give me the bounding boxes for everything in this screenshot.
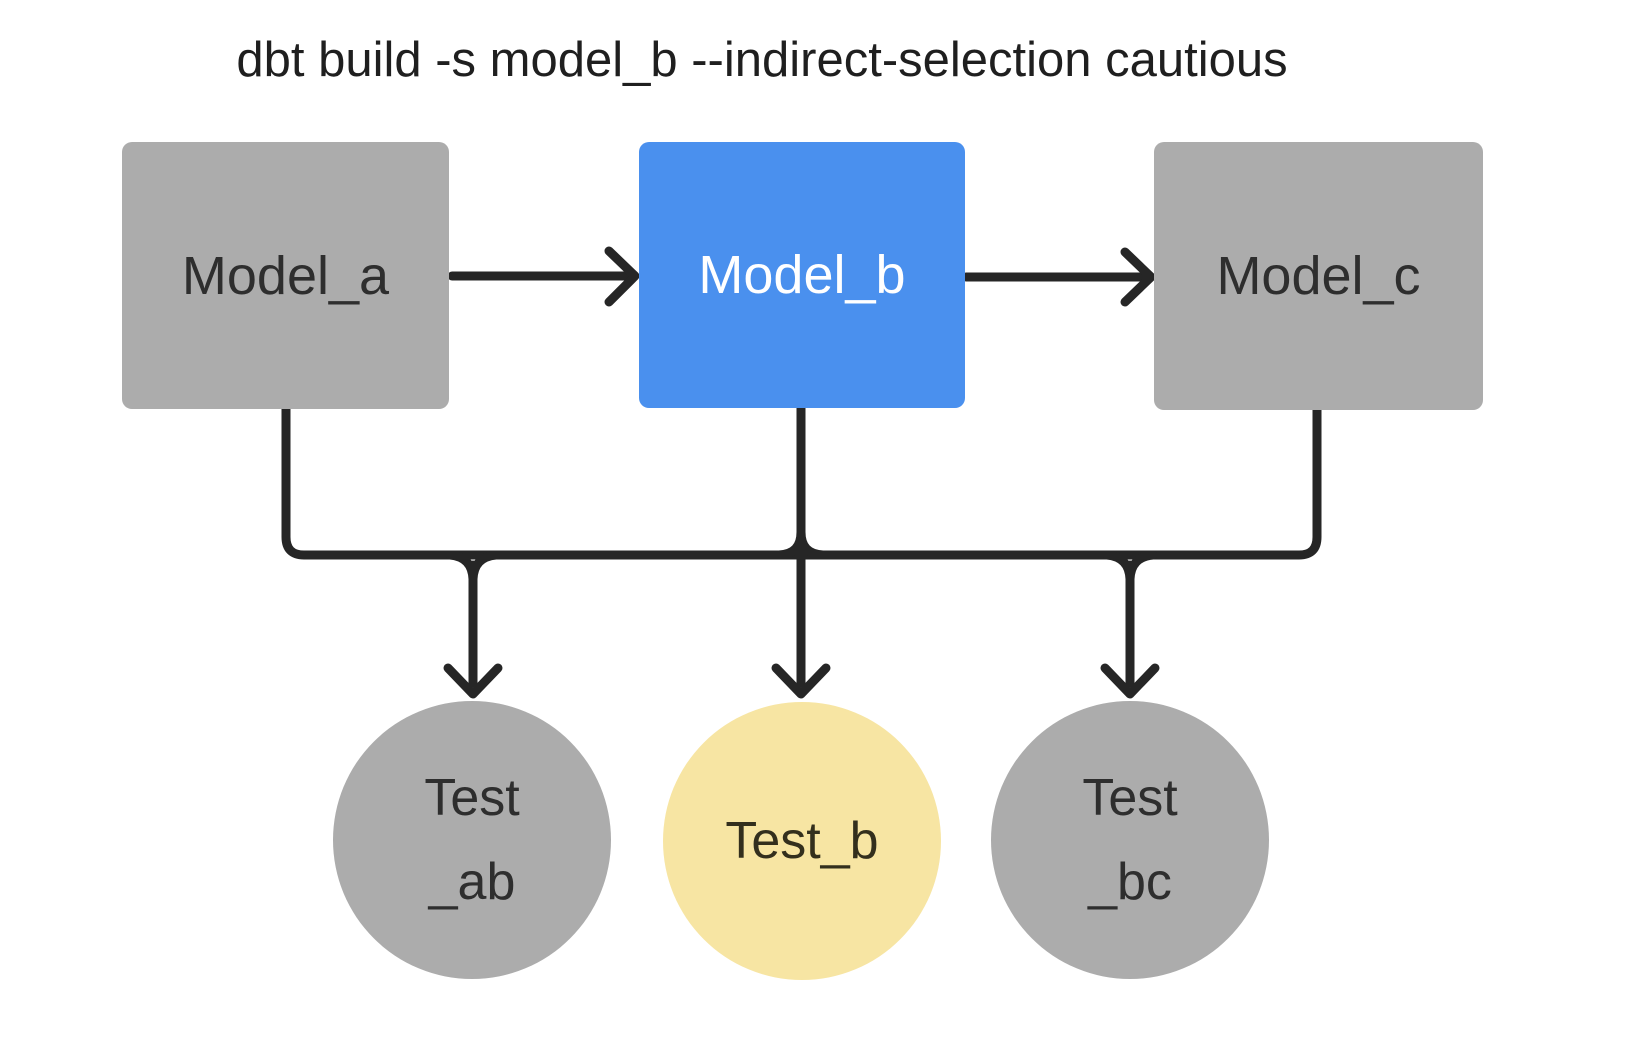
node-model-c-label: Model_c (1216, 246, 1421, 306)
node-model-b-label: Model_b (698, 245, 906, 305)
edge-to-test-bc-arrow (1100, 550, 1160, 699)
node-test-bc-label-line2: _bc (1088, 853, 1172, 911)
node-test-bc-label-line1: Test (1082, 769, 1178, 827)
edge-to-test-ab-arrow (443, 550, 503, 699)
node-test-ab: Test _ab (333, 701, 611, 979)
node-model-a-label: Model_a (181, 245, 390, 306)
node-test-b: Test_b (663, 702, 941, 980)
edge-model-a-to-model-b (447, 246, 640, 307)
node-test-ab-label-line2: _ab (428, 853, 516, 911)
node-test-bc: Test _bc (991, 701, 1269, 979)
node-model-c: Model_c (1154, 142, 1483, 410)
node-model-b: Model_b (639, 142, 965, 408)
edge-model-b-to-model-c (961, 247, 1156, 307)
diagram-title: dbt build -s model_b --indirect-selectio… (236, 33, 1288, 87)
tests-bus-connector (281, 404, 1322, 560)
edge-model-b-to-test-b-arrow (771, 403, 831, 699)
node-test-b-label: Test_b (725, 812, 879, 870)
node-model-a: Model_a (122, 142, 449, 409)
node-test-ab-label-line1: Test (424, 769, 520, 827)
